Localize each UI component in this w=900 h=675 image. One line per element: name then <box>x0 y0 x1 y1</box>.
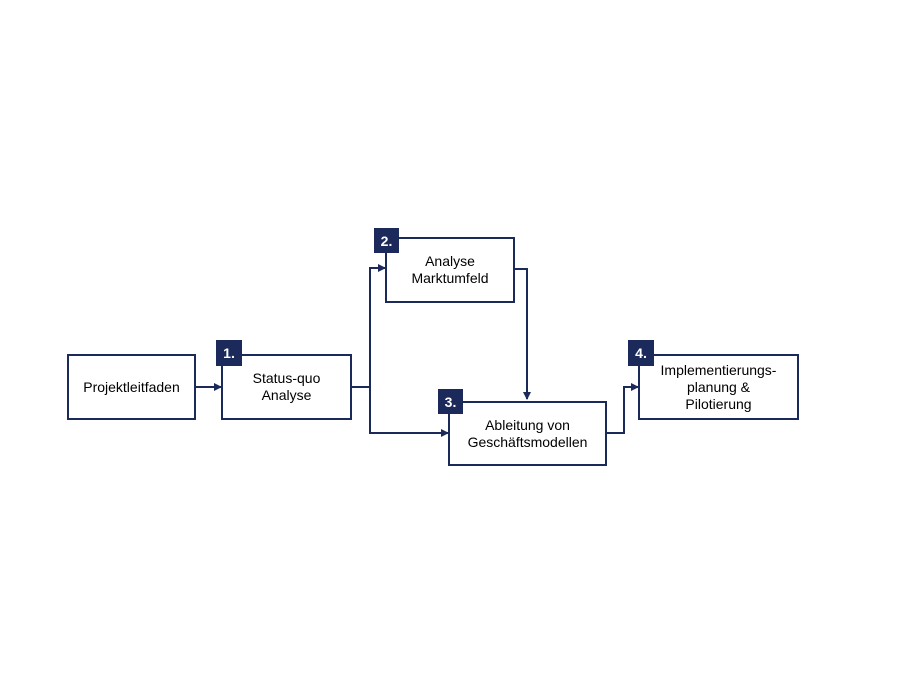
edge-geschaeftsmodelle-to-implementierung <box>606 383 639 434</box>
step-1-badge: 1. <box>216 340 242 366</box>
marktumfeld-label: Analyse Marktumfeld <box>411 253 489 286</box>
implementierung-box: Implementierungs- planung & Pilotierung <box>638 354 799 420</box>
marktumfeld-box: Analyse Marktumfeld <box>385 237 515 303</box>
status-quo-label: Status-quo Analyse <box>252 370 321 403</box>
step-2-badge: 2. <box>374 228 399 253</box>
edge-status-quo-to-geschaeftsmodelle <box>369 387 449 437</box>
edge-status-quo-to-marktumfeld <box>352 264 386 388</box>
projektleitfaden-label: Projektleitfaden <box>83 378 180 395</box>
projektleitfaden-box: Projektleitfaden <box>67 354 196 420</box>
step-4-badge: 4. <box>628 340 654 366</box>
edge-marktumfeld-to-geschaeftsmodelle <box>514 268 531 400</box>
step-2-number: 2. <box>380 232 393 249</box>
geschaeftsmodelle-label: Ableitung von Geschäftsmodellen <box>467 416 588 450</box>
status-quo-box: Status-quo Analyse <box>221 354 352 420</box>
geschaeftsmodelle-box: Ableitung von Geschäftsmodellen <box>448 401 607 466</box>
step-3-badge: 3. <box>438 389 463 414</box>
step-3-number: 3. <box>444 393 457 410</box>
step-4-number: 4. <box>635 345 647 361</box>
implementierung-label: Implementierungs- planung & Pilotierung <box>660 361 777 412</box>
step-1-number: 1. <box>223 345 235 361</box>
